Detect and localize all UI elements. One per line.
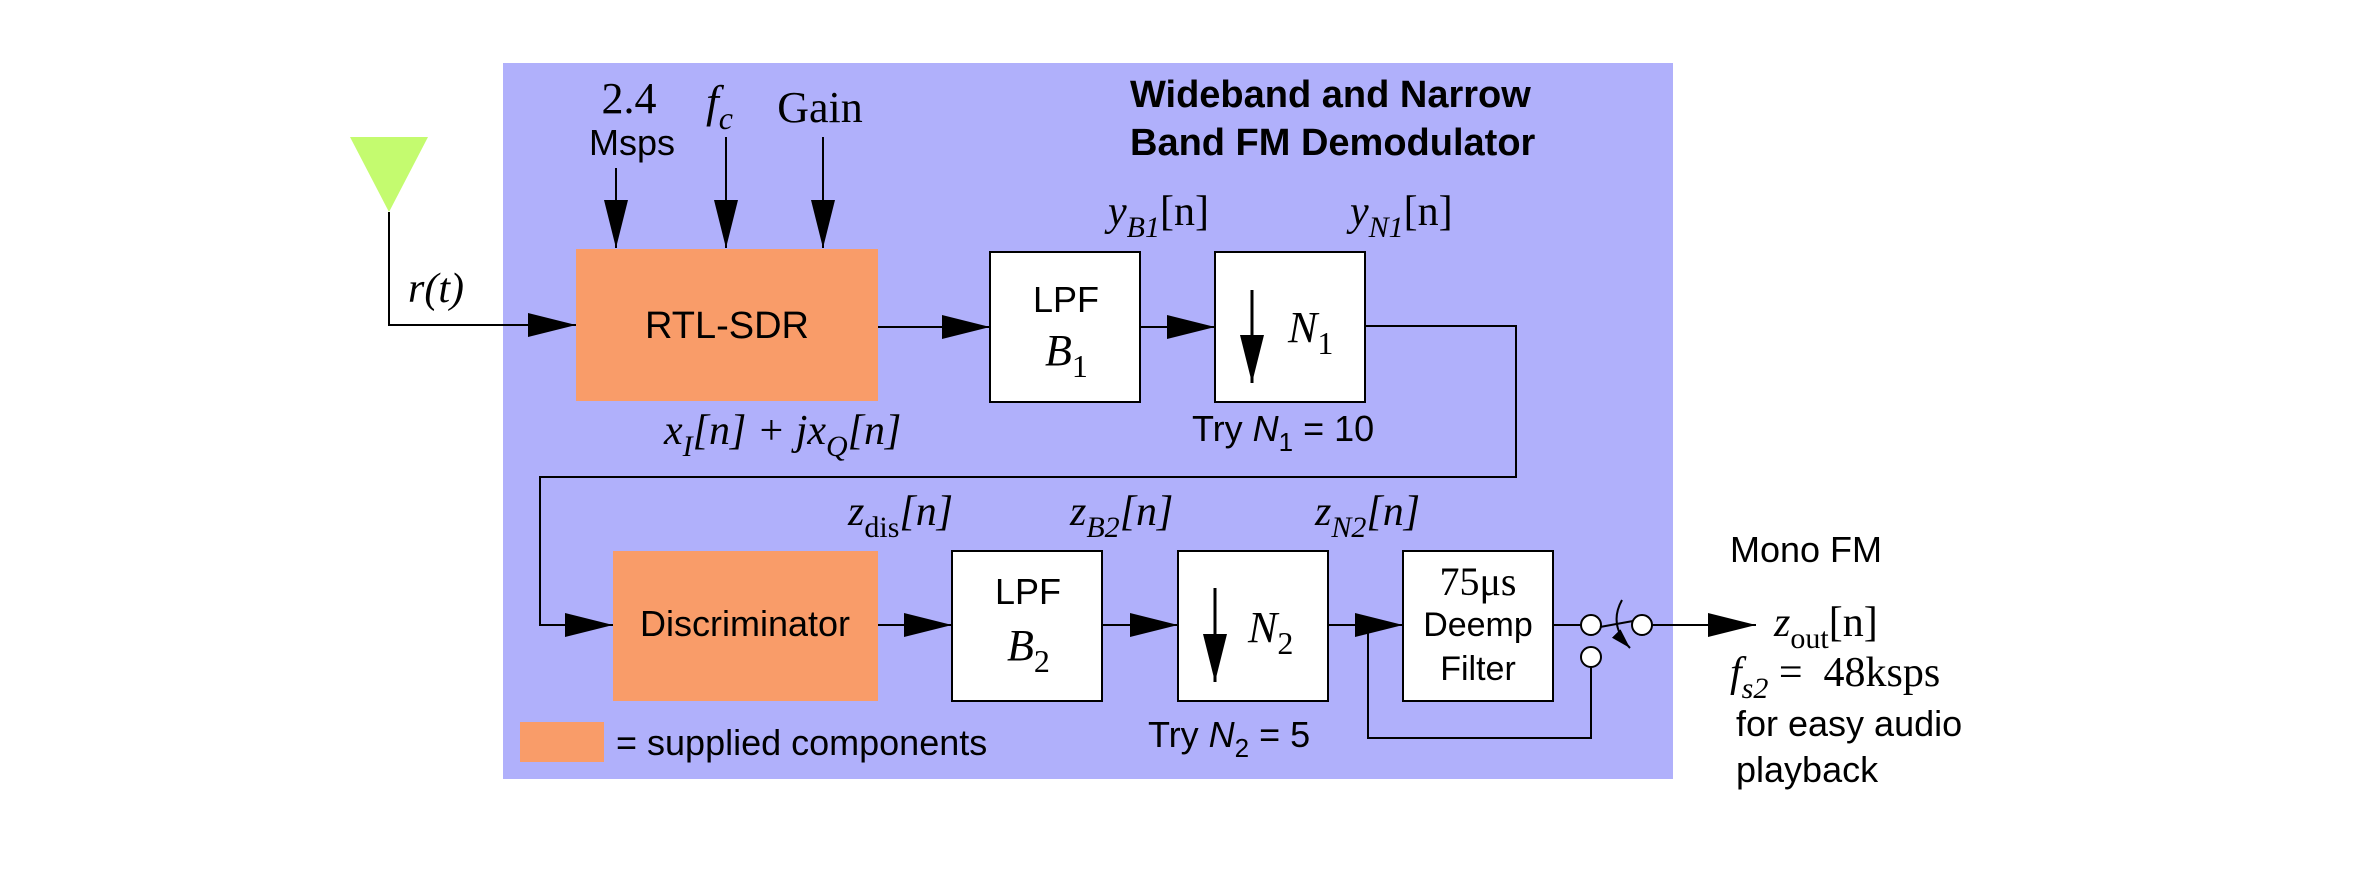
zdis-signal-label: zdis[n] — [847, 489, 953, 544]
output-note-line2: playback — [1736, 749, 1879, 790]
output-note-line1: for easy audio — [1736, 703, 1962, 744]
discriminator-label: Discriminator — [640, 603, 850, 644]
lpf2-bandwidth: B2 — [1007, 621, 1050, 679]
sample-rate-unit: Msps — [589, 122, 675, 163]
decimator1-factor: N1 — [1287, 303, 1333, 361]
diagram-title-line2: Band FM Demodulator — [1130, 122, 1536, 164]
switch-throw-arc — [1611, 599, 1631, 649]
discriminator-block — [613, 551, 878, 701]
diagram-title-line1: Wideband and Narrow — [1130, 74, 1531, 116]
lpf2-block — [951, 550, 1103, 702]
switch-contact-top[interactable] — [1580, 614, 1602, 636]
zB2-signal-label: zB2[n] — [1069, 489, 1173, 544]
deemphasis-filter-label: Filter — [1440, 650, 1516, 688]
switch-contact-bottom[interactable] — [1580, 646, 1602, 668]
zN2-signal-label: zN2[n] — [1314, 489, 1420, 544]
deemphasis-time-constant: 75μs — [1439, 559, 1516, 604]
yN1-signal-label: yN1[n] — [1346, 189, 1453, 244]
lpf1-label: LPF — [1033, 279, 1099, 320]
switch-common[interactable] — [1631, 614, 1653, 636]
received-signal-label: r(t) — [408, 266, 464, 312]
try-n1-note: Try N1 = 10 — [1192, 408, 1374, 457]
decimator2-factor: N2 — [1247, 603, 1293, 661]
zout-signal-label: zout[n] — [1773, 600, 1878, 655]
yB1-signal-label: yB1[n] — [1104, 189, 1209, 244]
lpf1-block — [989, 251, 1141, 403]
output-sample-rate: fs2 = 48ksps — [1730, 650, 1940, 705]
lpf1-bandwidth: B1 — [1045, 326, 1088, 384]
xiq-signal-label: xI[n] + jxQ[n] — [663, 408, 901, 463]
legend-label: = supplied components — [616, 722, 987, 763]
gain-label: Gain — [777, 83, 863, 132]
rtl-sdr-label: RTL-SDR — [645, 305, 809, 347]
legend-swatch — [520, 722, 604, 762]
lpf2-label: LPF — [995, 571, 1061, 612]
deemphasis-bypass-line — [1367, 625, 1592, 739]
sample-rate-value: 2.4 — [602, 74, 657, 123]
deemphasis-label: Deemp — [1423, 606, 1533, 644]
deemphasis-filter-block — [1402, 550, 1554, 702]
rtl-sdr-block — [576, 249, 878, 401]
mono-fm-label: Mono FM — [1730, 529, 1882, 570]
row-connector-line — [539, 325, 1517, 637]
antenna-feed-line — [388, 212, 576, 337]
try-n2-note: Try N2 = 5 — [1148, 714, 1310, 763]
antenna-icon — [350, 137, 428, 212]
